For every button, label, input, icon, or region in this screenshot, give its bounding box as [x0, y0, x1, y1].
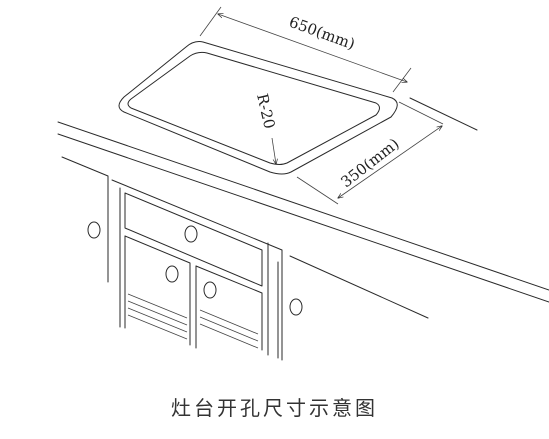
knob-icon	[203, 281, 217, 299]
sink-cutout-outline	[118, 41, 398, 175]
dimension-650-label: 650(mm)	[287, 13, 358, 53]
countertop-edge	[57, 97, 549, 303]
dimension-350-label: 350(mm)	[337, 135, 402, 192]
knob-icon	[87, 221, 101, 239]
dimension-radius: R-20	[253, 92, 279, 164]
knob-icon	[289, 298, 303, 316]
lower-doors	[124, 235, 263, 351]
cabinet-body	[61, 156, 429, 361]
knob-icon	[184, 225, 198, 243]
drawer-panel	[124, 192, 263, 287]
dimension-radius-label: R-20	[253, 92, 279, 131]
knob-icon	[165, 265, 179, 283]
dimension-650: 650(mm)	[199, 6, 412, 93]
diagram-caption: 灶台开孔尺寸示意图	[171, 396, 378, 420]
cabinet-knobs	[87, 221, 303, 316]
dimension-350: 350(mm)	[296, 101, 443, 205]
